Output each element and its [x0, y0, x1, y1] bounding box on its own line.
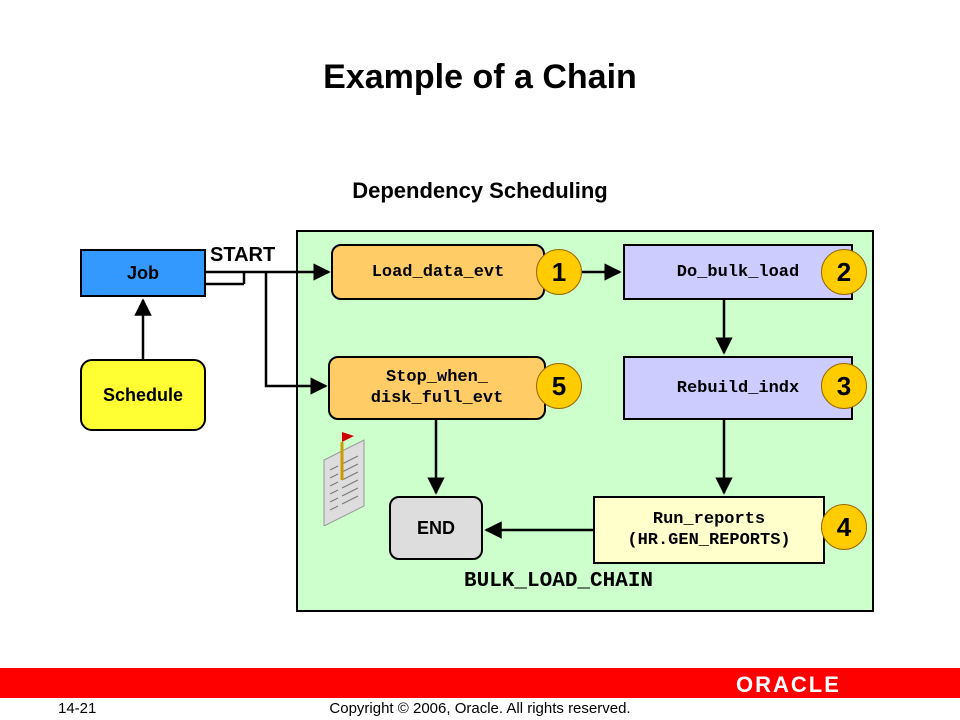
footer-bar	[0, 668, 960, 698]
copyright-text: Copyright © 2006, Oracle. All rights res…	[329, 700, 631, 717]
step-run-reports: Run_reports (HR.GEN_REPORTS)	[593, 496, 825, 564]
end-label: END	[416, 517, 455, 538]
step-number-badge-4: 4	[821, 504, 867, 550]
step-number-badge-3: 3	[821, 363, 867, 409]
step-label: Load_data_evt	[371, 262, 505, 282]
schedule-box: Schedule	[80, 359, 206, 431]
oracle-logo: ORACLE	[736, 672, 841, 697]
end-box: END	[389, 496, 483, 560]
diagram-subtitle: Dependency Scheduling	[352, 178, 608, 203]
step-label-line2: (HR.GEN_REPORTS)	[627, 531, 791, 550]
step-load-data-evt: Load_data_evt	[331, 244, 545, 300]
step-label-line1: Stop_when_	[385, 367, 489, 387]
step-do-bulk-load: Do_bulk_load	[623, 244, 853, 300]
step-number-badge-2: 2	[821, 249, 867, 295]
step-label-line2: disk_full_evt	[370, 389, 504, 408]
schedule-label: Schedule	[102, 384, 184, 405]
step-label: Rebuild_indx	[676, 378, 800, 398]
page-number: 14-21	[58, 700, 97, 717]
job-label: Job	[126, 262, 159, 283]
job-box: Job	[80, 249, 206, 297]
start-label: START	[210, 244, 276, 266]
step-rebuild-indx: Rebuild_indx	[623, 356, 853, 420]
step-number-badge-5: 5	[536, 363, 582, 409]
step-label: Do_bulk_load	[676, 262, 800, 282]
step-number-badge-1: 1	[536, 249, 582, 295]
step-label-program: HR.GEN_REPORTS	[637, 531, 781, 550]
document-flag-icon	[323, 432, 365, 526]
step-stop-when-disk-full-evt: Stop_when_ disk_full_evt	[328, 356, 546, 420]
chain-name-label: BULK_LOAD_CHAIN	[464, 570, 654, 593]
slide-title: Example of a Chain	[323, 58, 637, 96]
step-label-line1: Run_reports	[652, 509, 766, 529]
